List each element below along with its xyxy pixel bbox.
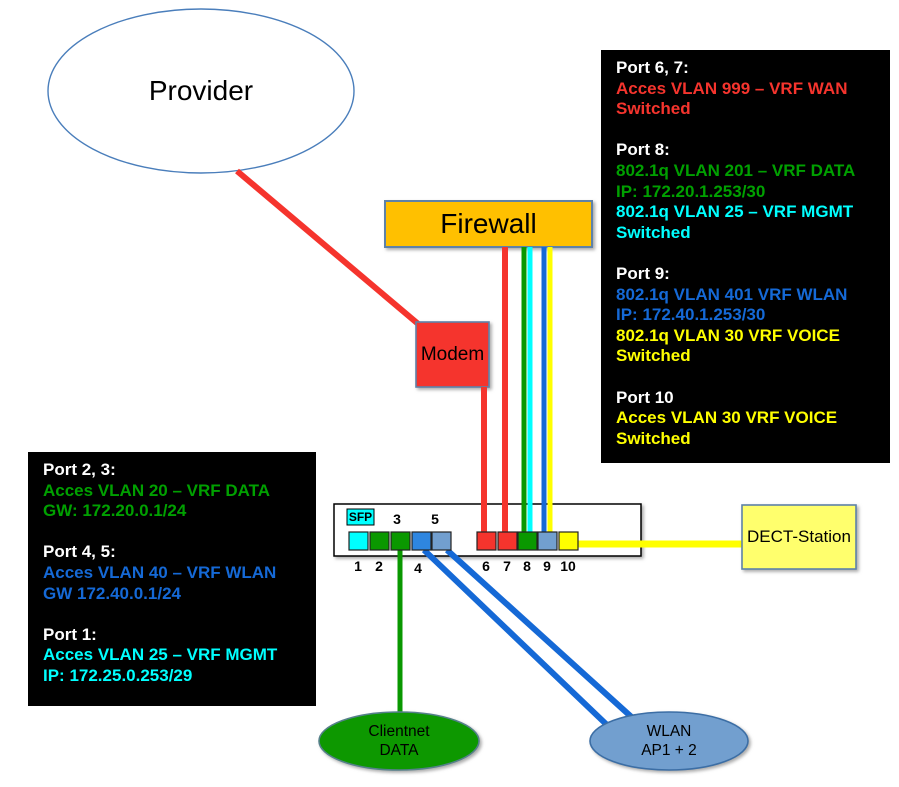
- switch-port-5: [431, 531, 452, 551]
- port-label-7: 7: [503, 558, 511, 574]
- port-label-2: 2: [375, 558, 383, 574]
- info-line: Port 8:: [616, 140, 670, 160]
- port-label-4: 4: [414, 560, 422, 576]
- provider-node-shape: [47, 8, 355, 174]
- info-line: 802.1q VLAN 401 VRF WLAN: [616, 284, 848, 304]
- wlan-label-line1: WLAN: [646, 723, 692, 740]
- port-label-9: 9: [543, 558, 551, 574]
- firewall-node-shape: [384, 200, 593, 248]
- info-line: Switched: [616, 346, 691, 366]
- info-line: 802.1q VLAN 30 VRF VOICE: [616, 325, 840, 345]
- sfp-badge-shape: [346, 508, 375, 526]
- info-line: GW 172.40.0.1/24: [43, 583, 181, 603]
- clientnet-label-line2: DATA: [379, 742, 419, 759]
- clientnet-label: Clientnet DATA: [319, 721, 479, 761]
- clientnet-node-shape: [318, 711, 480, 771]
- info-line: Port 2, 3:: [43, 460, 116, 479]
- info-line: GW: 172.20.0.1/24: [43, 501, 187, 521]
- switch-port-3: [390, 531, 411, 551]
- dect-station-label: DECT-Station: [747, 527, 851, 546]
- info-line: 802.1q VLAN 25 – VRF MGMT: [616, 202, 854, 222]
- info-line: Acces VLAN 20 – VRF DATA: [43, 480, 271, 500]
- switch-port-2: [369, 531, 390, 551]
- port-label-3: 3: [393, 511, 401, 527]
- firewall-label: Firewall: [440, 208, 537, 239]
- modem-node-shape: [415, 321, 490, 388]
- info-line: Switched: [616, 428, 691, 448]
- wlan-label-line2: AP1 + 2: [641, 742, 697, 759]
- link-port4-wlan: [421, 547, 609, 727]
- info-line: IP: 172.20.1.253/30: [616, 181, 766, 201]
- sfp-badge-label: SFP: [348, 510, 373, 524]
- info-line: Port 9:: [616, 263, 670, 283]
- info-line: Port 6, 7:: [616, 58, 689, 77]
- port-label-1: 1: [354, 558, 362, 574]
- port-label-10: 10: [560, 558, 576, 574]
- wlan-node-shape: [589, 711, 749, 771]
- switch-port-9: [537, 531, 558, 551]
- port-label-8: 8: [523, 558, 531, 574]
- info-line: Switched: [616, 99, 691, 119]
- clientnet-label-line1: Clientnet: [368, 723, 430, 740]
- info-line: Acces VLAN 25 – VRF MGMT: [43, 645, 278, 665]
- info-box-ports-1-5: Port 2, 3: Acces VLAN 20 – VRF DATA GW: …: [28, 452, 316, 706]
- link-port5-wlan: [444, 547, 640, 725]
- info-line: Port 1:: [43, 624, 97, 644]
- info-box-ports-6-10: Port 6, 7: Acces VLAN 999 – VRF WAN Swit…: [601, 50, 890, 463]
- info-line: Port 4, 5:: [43, 542, 116, 562]
- wlan-label: WLAN AP1 + 2: [590, 721, 748, 761]
- port-label-5: 5: [431, 511, 439, 527]
- switch-port-6: [476, 531, 497, 551]
- provider-label: Provider: [148, 75, 254, 106]
- switch-port-8: [517, 531, 538, 551]
- modem-label: Modem: [420, 343, 485, 365]
- info-line: Port 10: [616, 387, 674, 407]
- info-line: Switched: [616, 222, 691, 242]
- info-line: IP: 172.25.0.253/29: [43, 665, 193, 685]
- switch-port-10: [558, 531, 579, 551]
- info-line: Acces VLAN 999 – VRF WAN: [616, 78, 848, 98]
- info-line: IP: 172.40.1.253/30: [616, 305, 766, 325]
- switch-port-4: [411, 531, 432, 551]
- info-line: Acces VLAN 40 – VRF WLAN: [43, 562, 277, 582]
- port-label-6: 6: [482, 558, 490, 574]
- switch-port-7: [497, 531, 518, 551]
- info-line: 802.1q VLAN 201 – VRF DATA: [616, 160, 856, 180]
- dect-station-node-shape: [741, 504, 857, 570]
- info-line: Acces VLAN 30 VRF VOICE: [616, 408, 838, 428]
- switch-port-1: [348, 531, 369, 551]
